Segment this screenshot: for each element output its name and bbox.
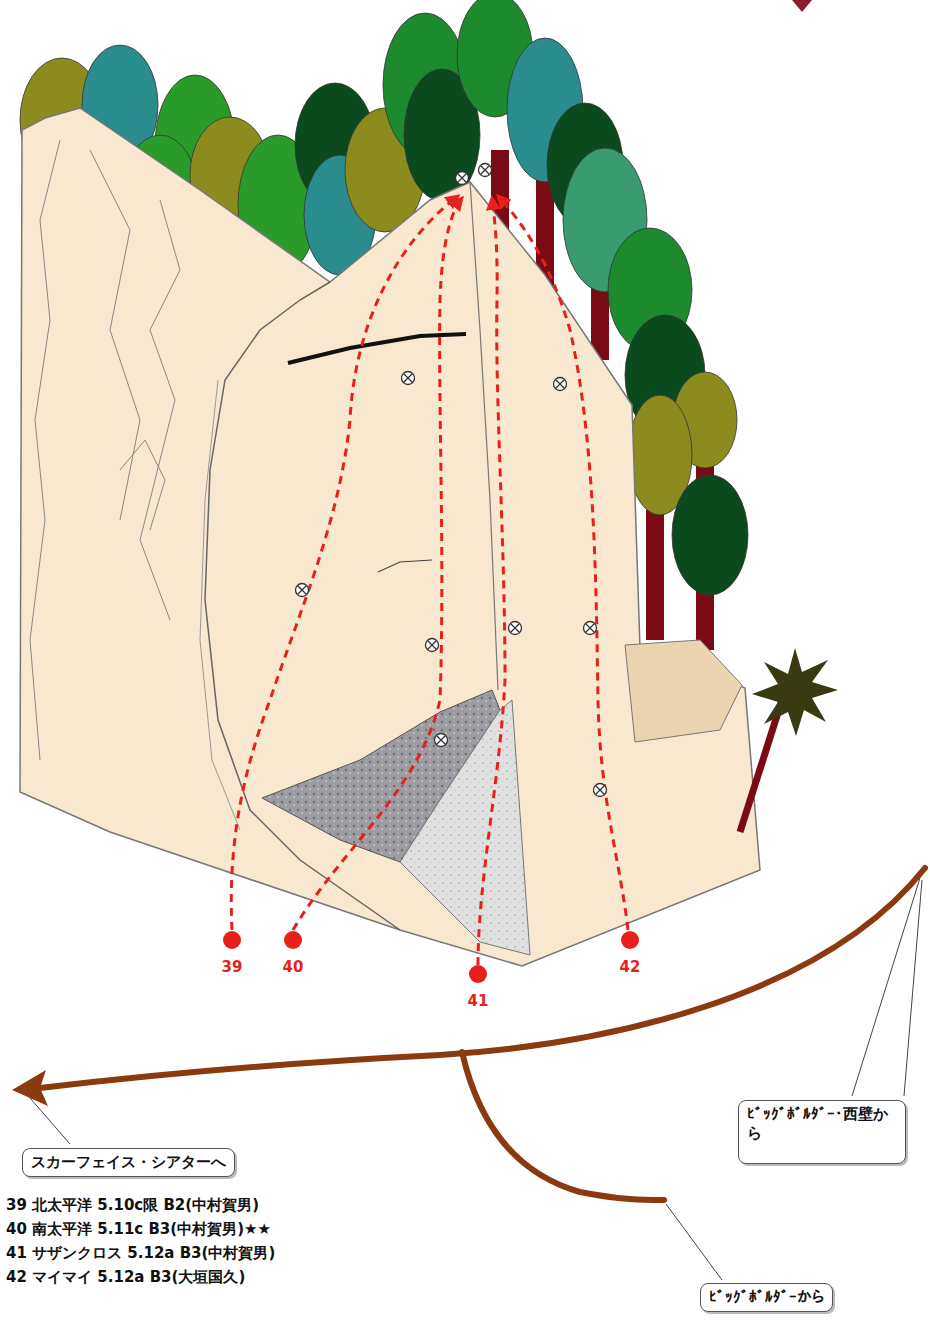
crack: [200, 380, 240, 830]
route-starts: [223, 931, 639, 983]
routes: [231, 196, 628, 965]
route-number: 39: [222, 958, 243, 976]
leader-lines: [30, 878, 922, 1280]
bolt-symbol: [479, 164, 492, 177]
bolt-symbol: [426, 639, 439, 652]
crack: [30, 140, 60, 760]
bolt-symbol: [402, 372, 415, 385]
crack: [140, 200, 180, 620]
direction-callout: スカーフェイス・シアターへ: [22, 1148, 235, 1177]
callout-text: ﾋﾞｯｸﾞﾎﾞﾙﾀﾞｰから: [709, 1288, 824, 1307]
route-42: [498, 196, 628, 930]
route-list-line: 39 北太平洋 5.10c限 B2(中村賀男): [6, 1196, 259, 1215]
route-number: 40: [283, 958, 304, 976]
light-rock-patch: [400, 700, 530, 955]
bolt-symbol: [509, 622, 522, 635]
bolts: [296, 164, 607, 797]
route-40: [293, 198, 462, 930]
route-39: [231, 196, 458, 930]
shrub-trunk: [740, 700, 782, 832]
rock-outline: [20, 108, 760, 966]
bolt-symbol: [594, 784, 607, 797]
bolt-symbol: [554, 378, 567, 391]
small-boulder: [625, 640, 742, 742]
arrow-tip: [792, 0, 812, 12]
trail-arrowhead: [12, 1070, 48, 1106]
route-list-line: 41 サザンクロス 5.12a B3(中村賀男): [6, 1244, 275, 1263]
crack: [90, 150, 140, 520]
route-number: 42: [620, 958, 641, 976]
callout-text: ﾋﾞｯｸﾞﾎﾞﾙﾀﾞｰ・西壁から: [747, 1105, 897, 1143]
bolt-symbol: [435, 734, 448, 747]
bolt-symbol: [456, 172, 469, 185]
direction-callout: ﾋﾞｯｸﾞﾎﾞﾙﾀﾞｰから: [700, 1283, 833, 1312]
bolt-symbol: [296, 584, 309, 597]
shrub: [752, 648, 838, 736]
route-list-line: 40 南太平洋 5.11c B3(中村賀男)★★: [6, 1220, 271, 1239]
crack: [378, 560, 432, 572]
bolt-symbol: [584, 622, 597, 635]
tree-crown: [672, 475, 748, 595]
crack: [470, 182, 498, 690]
route-list-line: 42 マイマイ 5.12a B3(大垣国久): [6, 1268, 245, 1287]
direction-callout: ﾋﾞｯｸﾞﾎﾞﾙﾀﾞｰ・西壁から: [738, 1100, 906, 1164]
crack: [120, 440, 165, 530]
route-number: 41: [468, 992, 489, 1010]
callout-text: スカーフェイス・シアターへ: [31, 1153, 226, 1172]
route-41: [478, 198, 505, 965]
